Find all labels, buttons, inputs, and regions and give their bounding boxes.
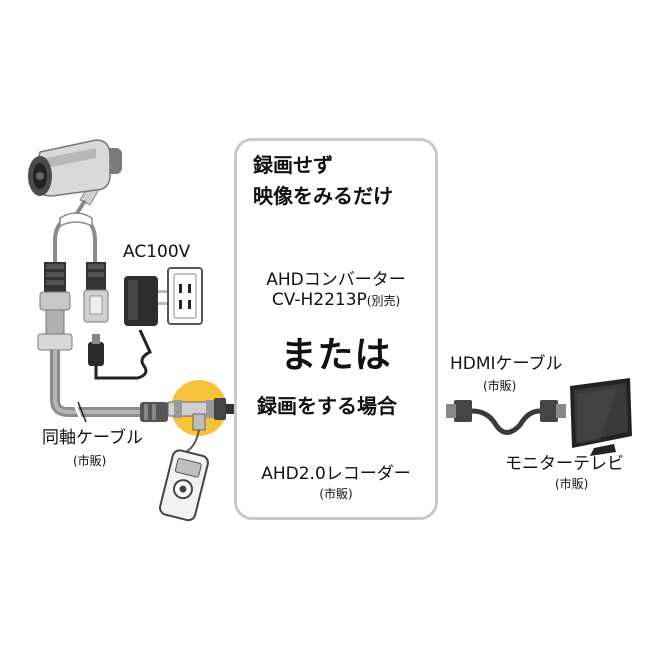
camera-cable — [53, 200, 97, 264]
or-label: または — [280, 335, 392, 376]
hdmi-cable-icon — [446, 400, 566, 435]
dc-power-plug-icon — [83, 262, 109, 366]
security-camera-icon — [28, 139, 122, 206]
ac-adapter-icon — [94, 276, 168, 380]
coax-cable-label: 同軸ケーブル — [42, 428, 143, 448]
coax-cable-note: (市販) — [73, 454, 107, 468]
converter-name: AHDコンバーター — [266, 270, 406, 290]
wall-outlet-icon — [167, 267, 203, 325]
monitor-note: (市販) — [555, 477, 589, 491]
monitor-tv-icon — [570, 378, 632, 456]
converter-model-note: (別売) — [366, 294, 401, 308]
coax-cable-icon — [50, 350, 168, 423]
t-connector-highlight — [167, 380, 236, 436]
option-panel — [234, 138, 438, 520]
option-a-heading-line1: 録画せず — [253, 153, 333, 177]
hdmi-cable-note: (市販) — [483, 379, 517, 393]
option-b-heading: 録画をする場合 — [257, 394, 397, 418]
converter-model-line: CV-H2213P(別売) — [234, 292, 438, 309]
option-a-heading-line2: 映像をみるだけ — [253, 184, 393, 208]
power-label: AC100V — [123, 242, 191, 262]
converter-model: CV-H2213P — [271, 290, 367, 310]
recorder-name: AHD2.0レコーダー — [261, 464, 411, 484]
monitor-label: モニターテレビ — [505, 454, 624, 474]
hdmi-cable-label: HDMIケーブル — [450, 354, 563, 374]
recorder-note: (市販) — [319, 487, 353, 501]
bnc-connector-icon — [37, 262, 73, 351]
osd-remote-icon — [159, 429, 209, 522]
